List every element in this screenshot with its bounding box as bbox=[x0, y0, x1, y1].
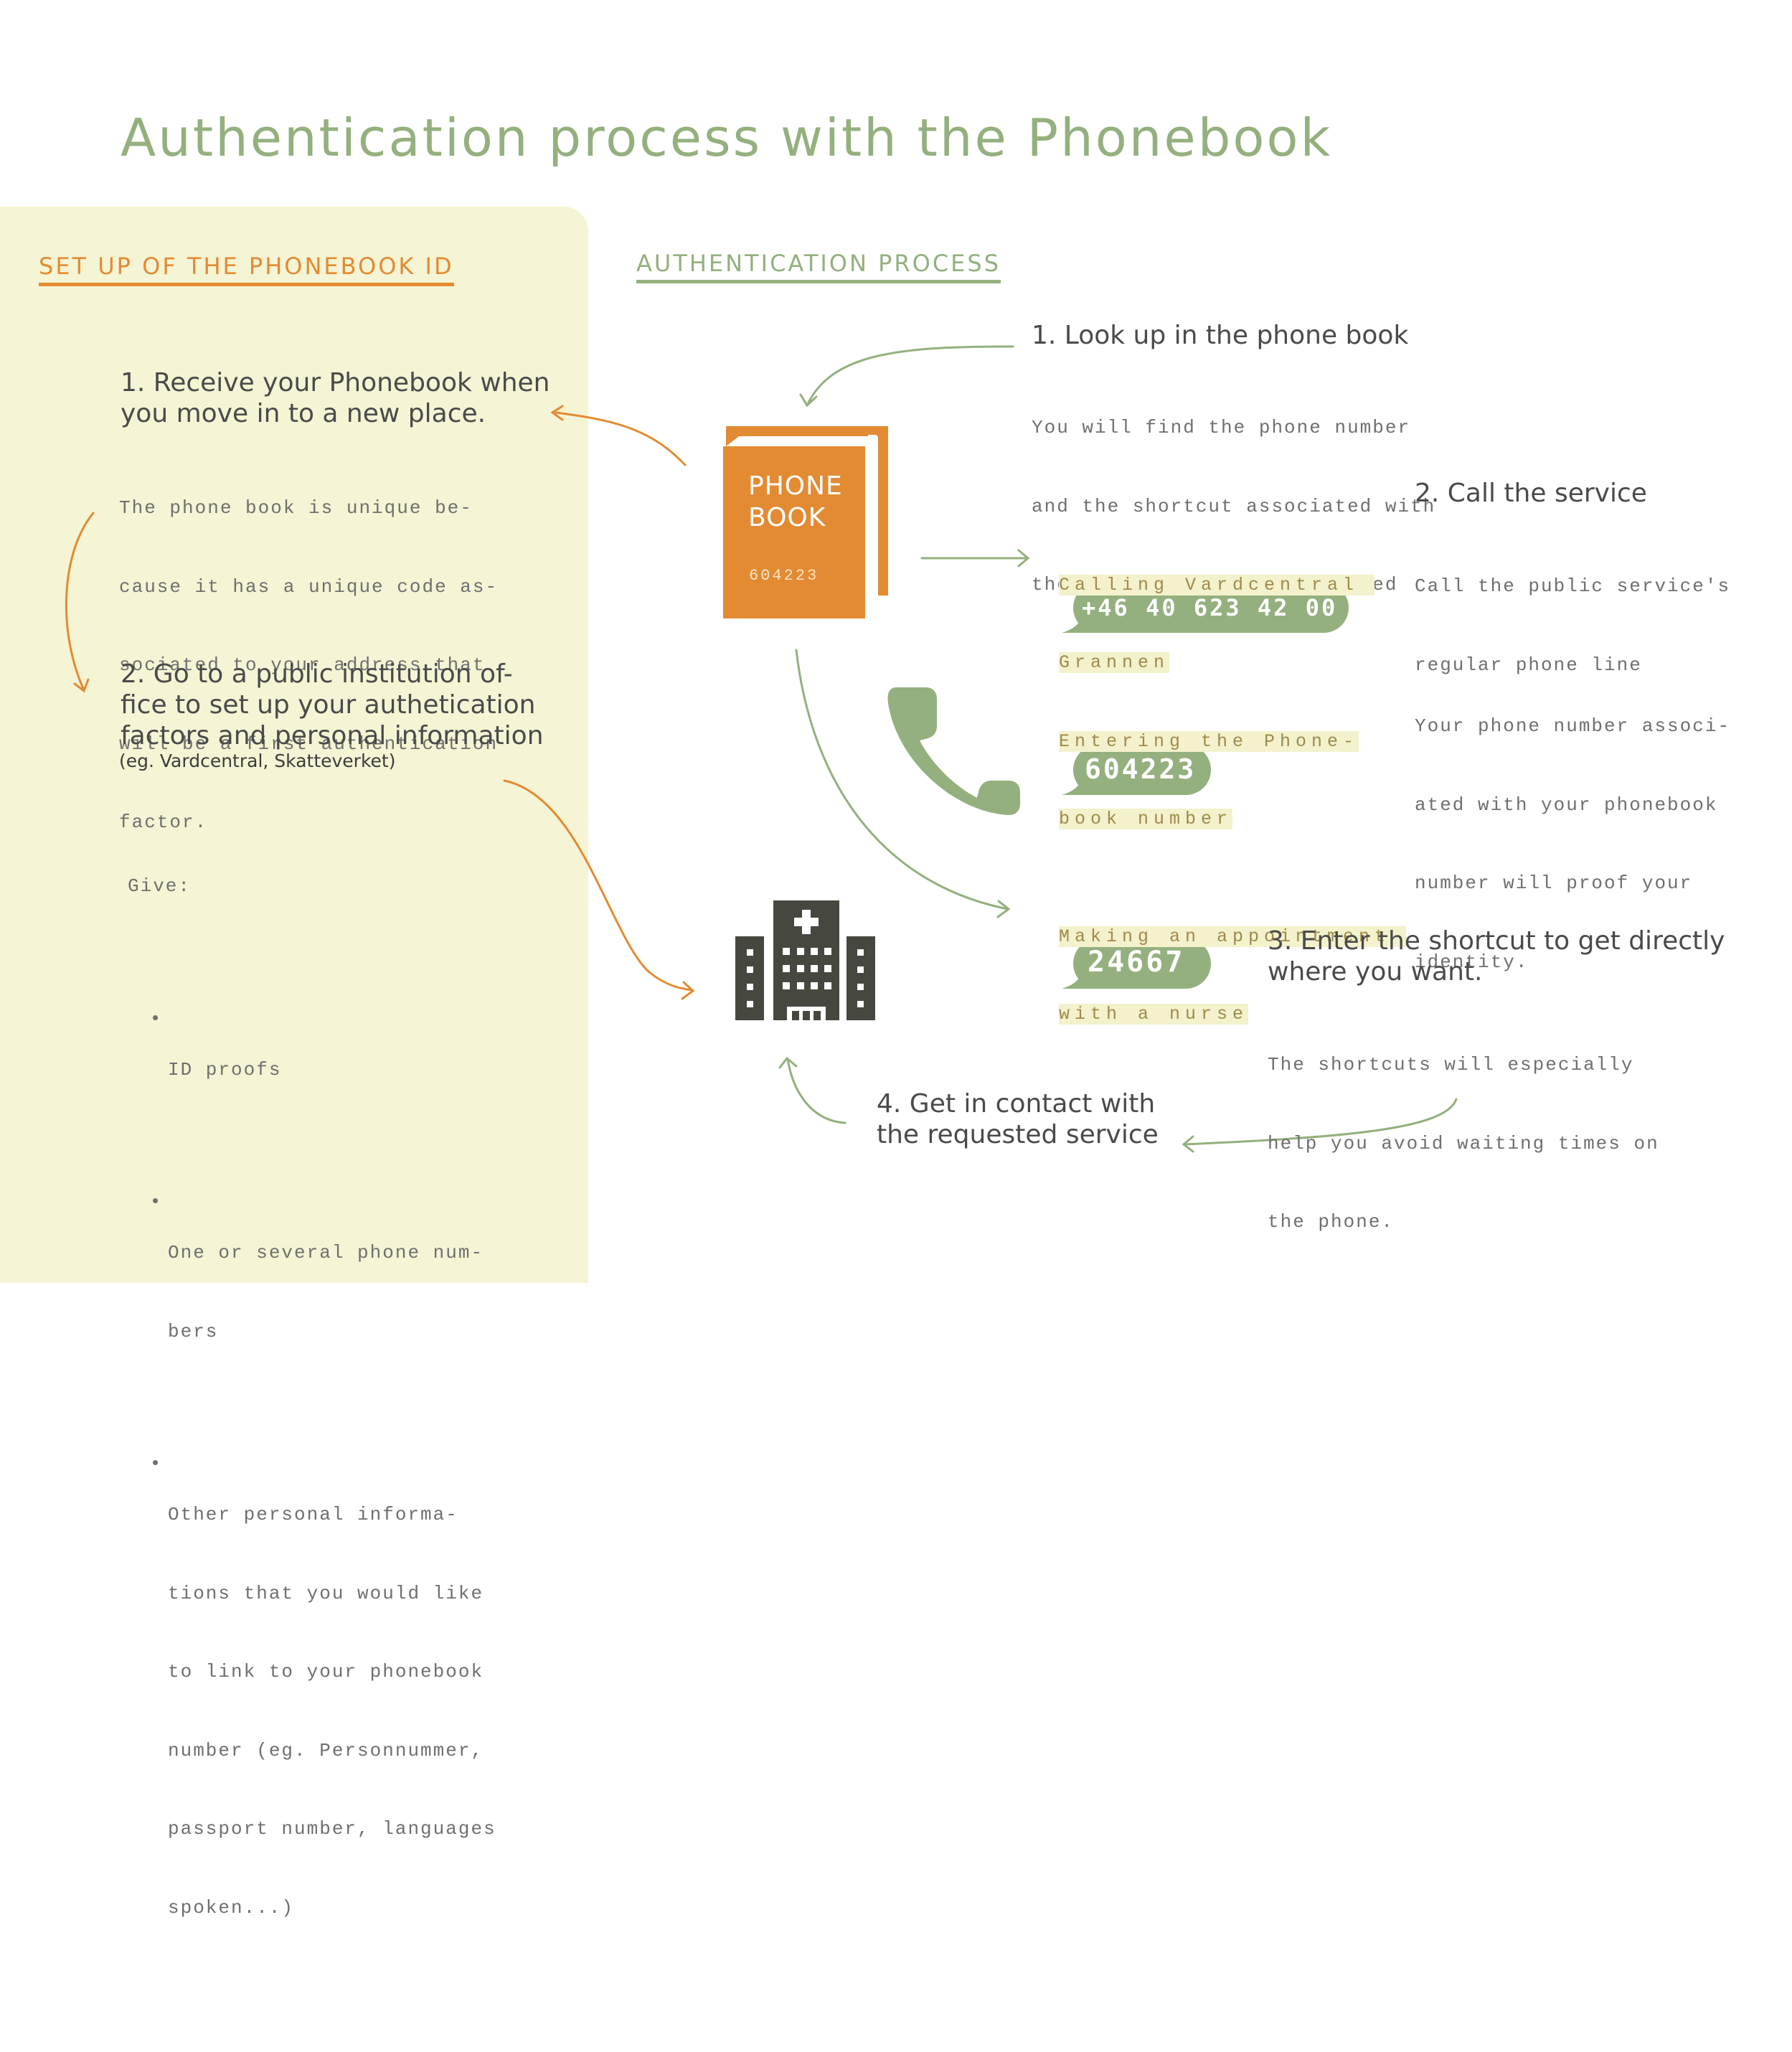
setup-step2-subtitle: (eg. Vardcentral, Skatteverket) bbox=[119, 750, 396, 771]
calling-number: +46 40 623 42 00 bbox=[1082, 594, 1338, 621]
setup-step1-title-line1: 1. Receive your Phonebook when bbox=[121, 368, 550, 397]
setup-step1-title-line2: you move in to a new place. bbox=[121, 399, 486, 428]
setup-step2-title-line2: fice to set up your authetication bbox=[121, 690, 536, 720]
setup-step1-body-line: factor. bbox=[119, 811, 208, 833]
appointment-label: Making an appointment with a nurse bbox=[1059, 926, 1407, 1025]
arrow-step2-to-hospital bbox=[503, 779, 694, 992]
phone-book-icon bbox=[723, 426, 888, 618]
green-arrows bbox=[778, 345, 1458, 1153]
give-item: ID proofs bbox=[168, 1004, 496, 1136]
calling-label: Calling Vardcentral Grannen bbox=[1059, 575, 1375, 673]
identity-note: Your phone number associ- ated with your… bbox=[1415, 715, 1731, 973]
page-title: Authentication process with the Phoneboo… bbox=[121, 108, 1333, 168]
entering-label: Entering the Phone- book number bbox=[1059, 731, 1359, 829]
appointment-shortcut: 24667 bbox=[1088, 946, 1185, 979]
phone-handset-icon bbox=[887, 687, 1020, 815]
setup-heading: SET UP OF THE PHONEBOOK ID bbox=[39, 253, 454, 286]
setup-step2-title-line3: factors and personal information bbox=[121, 721, 544, 750]
bubble-appointment bbox=[1073, 938, 1211, 989]
setup-panel bbox=[0, 207, 588, 1283]
auth-step3-body: The shortcuts will especially help you a… bbox=[1268, 1054, 1659, 1233]
arrow-book-to-step1 bbox=[555, 411, 687, 466]
setup-step1-body-line: will be a first authentication bbox=[119, 733, 499, 755]
setup-step1-body-line: The phone book is unique be- bbox=[119, 497, 473, 519]
orange-arrows bbox=[65, 405, 695, 1000]
setup-step1-body: The phone book is unique be- cause it ha… bbox=[119, 443, 498, 862]
arrow-book-to-appointment bbox=[795, 649, 1009, 910]
setup-step1-body-line: cause it has a unique code as- bbox=[119, 575, 499, 598]
setup-step2-title: 2. Go to a public institution of- fice t… bbox=[121, 659, 544, 751]
give-item: Other personal informa- tions that you w… bbox=[168, 1449, 496, 1973]
auth-step4-title: 4. Get in contact with the requested ser… bbox=[877, 1089, 1159, 1149]
phone-book-title: PHONE BOOK bbox=[748, 471, 843, 534]
setup-step1-title: 1. Receive your Phonebook when you move … bbox=[121, 367, 550, 429]
auth-step2-body: Call the public service's regular phone … bbox=[1415, 575, 1731, 676]
arrow-step4-to-hospital bbox=[786, 1058, 847, 1124]
auth-step3-title: 3. Enter the shortcut to get directly wh… bbox=[1268, 926, 1725, 987]
arrow-step1-to-step2 bbox=[65, 512, 95, 692]
phone-book-line2: BOOK bbox=[748, 503, 826, 532]
auth-step2-title: 2. Call the service bbox=[1415, 479, 1647, 508]
entering-number: 604223 bbox=[1085, 753, 1197, 785]
hospital-door bbox=[792, 1011, 821, 1020]
arrow-lookup-to-book bbox=[806, 345, 1014, 407]
phone-book-number: 604223 bbox=[749, 567, 819, 585]
auth-heading: AUTHENTICATION PROCESS bbox=[636, 250, 1001, 283]
bubble-entering bbox=[1073, 745, 1211, 795]
give-label: Give: bbox=[128, 875, 192, 897]
setup-step1-body-line: sociated to your address that bbox=[119, 654, 486, 676]
setup-step2-title-line1: 2. Go to a public institution of- bbox=[121, 659, 513, 689]
phone-book-line1: PHONE bbox=[748, 471, 843, 501]
arrow-step3-to-step4 bbox=[1182, 1098, 1458, 1146]
auth-step1-title: 1. Look up in the phone book bbox=[1032, 321, 1409, 350]
diagram-connectors bbox=[65, 345, 1458, 1153]
